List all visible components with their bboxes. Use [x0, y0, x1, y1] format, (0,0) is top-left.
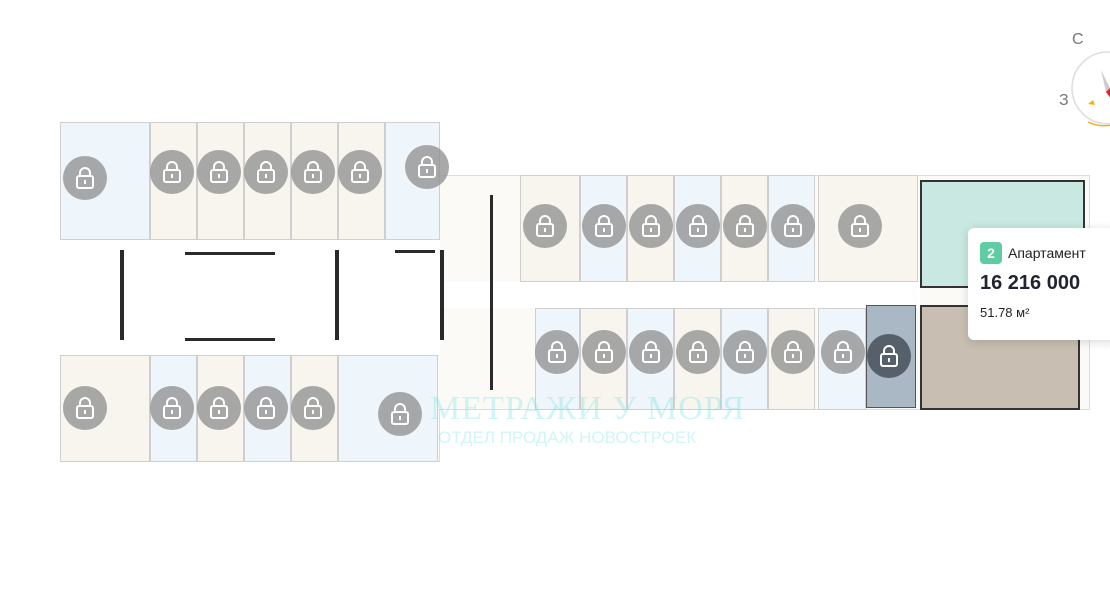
sold-unit-lock[interactable]: [378, 392, 422, 436]
lock-icon: [304, 397, 322, 419]
lock-icon: [418, 156, 436, 178]
compass-west-label: З: [1059, 92, 1069, 109]
lock-icon: [257, 397, 275, 419]
sold-unit-lock[interactable]: [629, 204, 673, 248]
lock-icon: [595, 215, 613, 237]
lock-icon: [210, 161, 228, 183]
sold-unit-lock[interactable]: [676, 330, 720, 374]
sold-unit-lock[interactable]: [405, 145, 449, 189]
wall: [440, 250, 444, 340]
compass-north-label: С: [1072, 31, 1084, 48]
lock-icon: [784, 215, 802, 237]
wall: [120, 250, 124, 340]
sold-unit-lock[interactable]: [582, 330, 626, 374]
wall: [185, 252, 275, 255]
unit-type: Апартамент: [1008, 245, 1086, 261]
sold-unit-lock[interactable]: [338, 150, 382, 194]
lock-icon: [736, 215, 754, 237]
corridor-right: [430, 282, 920, 308]
sold-unit-lock[interactable]: [821, 330, 865, 374]
watermark-subtitle: ОТДЕЛ ПРОДАЖ НОВОСТРОЕК: [438, 428, 697, 447]
sold-unit-lock[interactable]: [150, 150, 194, 194]
sold-unit-lock[interactable]: [676, 204, 720, 248]
lock-icon: [548, 341, 566, 363]
rooms-badge: 2: [980, 242, 1002, 264]
lock-icon: [689, 215, 707, 237]
apartment-tooltip: 2 Апартамент 16 216 000 51.78 м²: [968, 228, 1110, 340]
sold-unit-lock[interactable]: [244, 150, 288, 194]
lock-icon: [76, 397, 94, 419]
sold-unit-lock[interactable]: [723, 330, 767, 374]
wall: [335, 250, 339, 340]
lock-icon: [784, 341, 802, 363]
lock-icon: [642, 215, 660, 237]
lock-icon: [304, 161, 322, 183]
lock-icon: [536, 215, 554, 237]
lock-icon: [163, 161, 181, 183]
lock-icon: [391, 403, 409, 425]
lock-icon: [736, 341, 754, 363]
sold-unit-lock[interactable]: [523, 204, 567, 248]
sold-unit-lock[interactable]: [197, 150, 241, 194]
lock-icon: [851, 215, 869, 237]
sold-unit-lock[interactable]: [771, 330, 815, 374]
lock-icon: [351, 161, 369, 183]
unit-area: 51.78 м²: [980, 305, 1030, 320]
sold-unit-lock[interactable]: [150, 386, 194, 430]
lock-icon: [76, 167, 94, 189]
sold-unit-lock[interactable]: [291, 386, 335, 430]
sold-unit-lock[interactable]: [197, 386, 241, 430]
lock-icon: [834, 341, 852, 363]
wall: [395, 250, 435, 253]
watermark-title: МЕТРАЖИ У МОРЯ: [430, 390, 746, 427]
sold-unit-lock[interactable]: [291, 150, 335, 194]
lock-icon: [257, 161, 275, 183]
sold-unit-lock[interactable]: [723, 204, 767, 248]
wall: [185, 338, 275, 341]
sold-unit-lock[interactable]: [838, 204, 882, 248]
lock-icon: [210, 397, 228, 419]
wall: [490, 195, 493, 390]
lock-icon: [689, 341, 707, 363]
sold-unit-lock[interactable]: [582, 204, 626, 248]
lock-icon: [595, 341, 613, 363]
sold-unit-lock[interactable]: [535, 330, 579, 374]
sold-unit-lock[interactable]: [771, 204, 815, 248]
sold-unit-lock[interactable]: [63, 156, 107, 200]
lock-icon: [880, 345, 898, 367]
lock-icon: [642, 341, 660, 363]
sold-unit-lock[interactable]: [63, 386, 107, 430]
sold-unit-lock[interactable]: [244, 386, 288, 430]
unit-price: 16 216 000: [980, 272, 1081, 294]
sold-unit-lock[interactable]: [629, 330, 673, 374]
sold-unit-lock[interactable]: [867, 334, 911, 378]
lock-icon: [163, 397, 181, 419]
compass-icon: [1071, 51, 1110, 127]
